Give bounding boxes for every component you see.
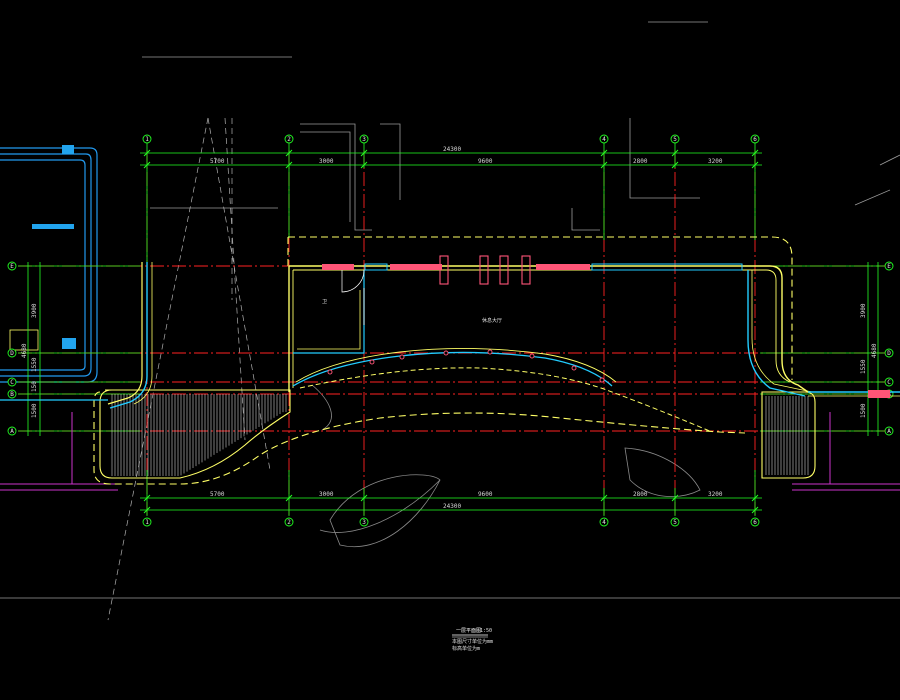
column-axis-bubbles-bottom <box>142 517 760 527</box>
equipment-marker-3 <box>62 338 76 349</box>
left-dim-3: 150 <box>31 381 38 392</box>
bottom-total-dimension: 24300 <box>443 503 461 510</box>
left-total-dim: 4680 <box>21 343 28 358</box>
left-dimension-texts: 3900 1550 150 1500 4680 <box>21 303 38 418</box>
bottom-dim-4: 2800 <box>633 491 648 498</box>
column-axis-bubbles-top <box>142 134 760 144</box>
axis-label-C-left: C <box>10 379 14 386</box>
background-context-lines <box>0 21 900 599</box>
top-dim-2: 3000 <box>319 158 334 165</box>
equipment-marker-1 <box>62 145 74 154</box>
drawing-title: 一层平面图 <box>456 628 481 634</box>
grid-axis-lines <box>18 150 888 515</box>
paving-stripes-right <box>765 396 809 475</box>
bottom-dim-5: 3200 <box>708 491 723 498</box>
construction-diagonals <box>107 117 271 621</box>
right-dim-2: 1550 <box>860 359 867 374</box>
axis-label-D-right: D <box>887 350 891 357</box>
row-axis-labels-left: E D C B A <box>10 263 14 435</box>
paving-right <box>761 391 816 479</box>
title-block: 一层平面图 1:50 本图尺寸单位为mm 标高单位为m <box>452 628 493 652</box>
paving-left <box>99 389 291 479</box>
left-dim-4: 1500 <box>31 403 38 418</box>
axis-label-3-bottom: 3 <box>362 519 366 526</box>
room-label-small: 卫 <box>322 299 327 305</box>
axis-label-1-top: 1 <box>145 136 149 143</box>
room-label-main-hall: 休息大厅 <box>482 317 502 324</box>
axis-label-E-left: E <box>10 263 14 270</box>
paving-stripes-left <box>111 394 287 476</box>
drawing-note-1: 本图尺寸单位为mm <box>452 638 493 645</box>
landscape-outlines <box>311 384 701 547</box>
axis-label-4-bottom: 4 <box>602 519 606 526</box>
dimension-lines <box>18 143 884 516</box>
bottom-dim-2: 3000 <box>319 491 334 498</box>
axis-label-E-right: E <box>887 263 891 270</box>
axis-label-B-left: B <box>10 391 14 398</box>
top-dim-3: 9600 <box>478 158 493 165</box>
right-dim-3: 1500 <box>860 403 867 418</box>
axis-label-4-top: 4 <box>602 136 606 143</box>
top-dim-4: 2800 <box>633 158 648 165</box>
right-dimension-texts: 3900 1550 1500 4680 <box>860 303 878 418</box>
site-boundary-purple <box>0 412 900 491</box>
left-dim-2: 1550 <box>31 357 38 372</box>
drawing-note-2: 标高单位为m <box>452 645 480 652</box>
column-axis-labels-top: 1 2 3 4 5 6 <box>145 136 757 143</box>
bottom-dim-1: 5700 <box>210 491 225 498</box>
axis-label-2-bottom: 2 <box>287 519 291 526</box>
row-axis-bubbles-right <box>884 261 894 436</box>
axis-label-1-bottom: 1 <box>145 519 149 526</box>
column-axis-labels-bottom: 1 2 3 4 5 6 <box>145 519 757 526</box>
right-total-dim: 4680 <box>871 343 878 358</box>
axis-label-5-top: 5 <box>673 136 677 143</box>
right-dim-1: 3900 <box>860 303 867 318</box>
axis-label-A-left: A <box>10 428 14 435</box>
adjacent-building-left <box>0 147 98 383</box>
axis-label-D-left: D <box>10 350 14 357</box>
top-dim-5: 3200 <box>708 158 723 165</box>
canopy-outline <box>93 236 793 485</box>
axis-label-C-right: C <box>887 379 891 386</box>
dimension-ticks <box>143 149 759 514</box>
building-walls <box>0 262 900 433</box>
axis-label-5-bottom: 5 <box>673 519 677 526</box>
axis-label-2-top: 2 <box>287 136 291 143</box>
row-axis-bubbles-left <box>7 261 17 436</box>
bottom-dimension-texts: 5700 3000 9600 2800 3200 24300 <box>210 491 723 510</box>
top-total-dimension: 24300 <box>443 146 461 153</box>
left-dim-1: 3900 <box>31 303 38 318</box>
arch-column-dots <box>327 349 605 383</box>
axis-label-6-top: 6 <box>753 136 757 143</box>
small-box <box>9 329 39 351</box>
axis-label-A-right: A <box>887 428 891 435</box>
window-marks <box>322 255 890 398</box>
top-dim-1: 5700 <box>210 158 225 165</box>
equipment-marker-2 <box>32 224 74 229</box>
drawing-scale: 1:50 <box>480 628 492 634</box>
axis-label-3-top: 3 <box>362 136 366 143</box>
bottom-dim-3: 9600 <box>478 491 493 498</box>
top-dimension-texts: 24300 5700 3000 9600 2800 3200 <box>210 146 723 165</box>
axis-label-6-bottom: 6 <box>753 519 757 526</box>
